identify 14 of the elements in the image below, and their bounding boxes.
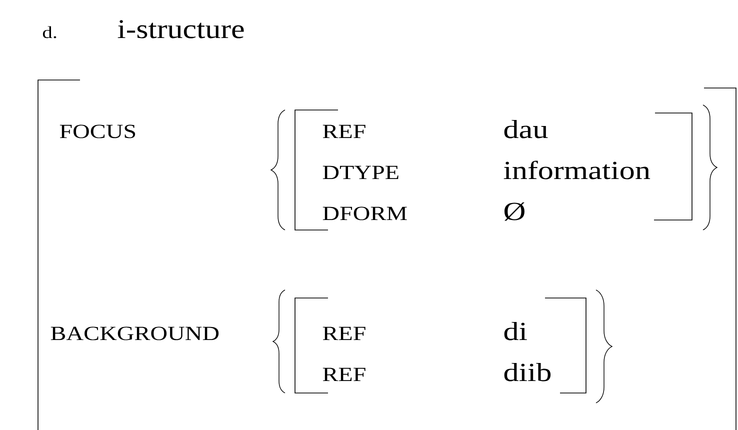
- value-label: information: [504, 160, 650, 180]
- example-number: d.: [42, 26, 56, 38]
- value-label: Ø: [504, 202, 524, 221]
- attribute-label: DTYPE: [322, 166, 398, 180]
- value-label: di: [504, 322, 527, 340]
- attribute-label: DFORM: [322, 206, 407, 220]
- attribute-label: REF: [322, 326, 366, 340]
- value-label: diib: [504, 362, 551, 382]
- attribute-label: REF: [322, 368, 366, 381]
- attribute-label: REF: [322, 124, 366, 138]
- attribute-label: BACKGROUND: [50, 326, 219, 340]
- attribute-label: FOCUS: [60, 124, 136, 138]
- title: i-structure: [118, 20, 244, 38]
- value-label: dau: [504, 120, 548, 138]
